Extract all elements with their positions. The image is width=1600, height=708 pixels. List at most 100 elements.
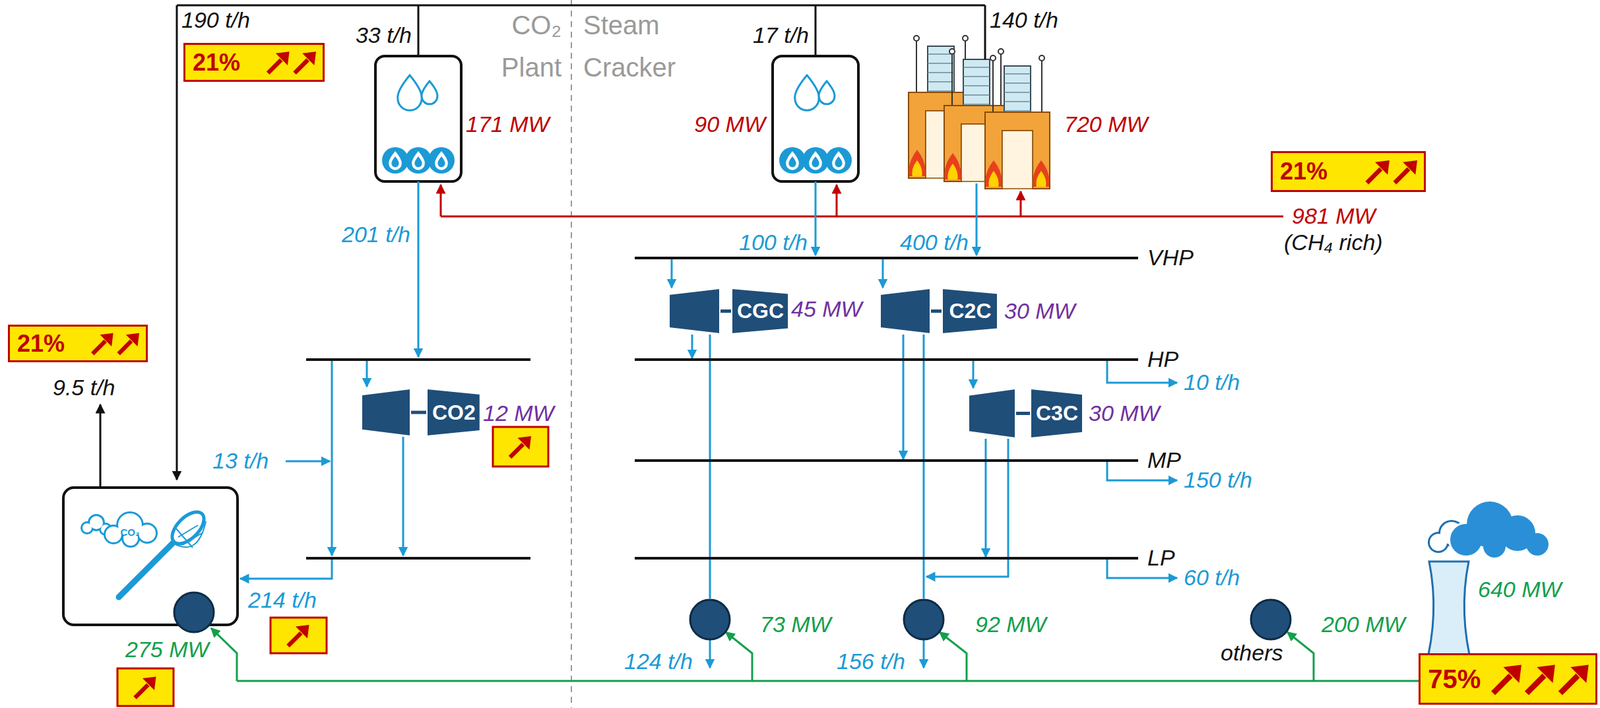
steam-drop — [825, 147, 852, 174]
trend-arrow — [294, 60, 309, 74]
unit-label: C2C — [942, 287, 999, 335]
cloud-icon — [1526, 533, 1549, 556]
flame — [947, 163, 958, 180]
percent-label: 21% — [17, 330, 65, 357]
power-label: 30 MW — [1088, 400, 1160, 427]
percent-label: 21% — [192, 49, 241, 76]
water-drop — [795, 75, 820, 111]
flue-gas-line — [99, 404, 102, 488]
flow-label: (CH₄ rich) — [1283, 229, 1383, 256]
steam-drop — [802, 147, 829, 174]
furnace-rod — [915, 40, 918, 93]
steam-drop — [411, 151, 425, 171]
steam-line — [814, 181, 817, 256]
steam-connector — [691, 334, 694, 359]
compressor-symbol — [731, 288, 789, 334]
furnace-rod — [998, 48, 1004, 55]
furnace-rod — [1000, 54, 1002, 106]
turbo-compressor: C2C — [879, 287, 999, 335]
steam-drop — [405, 147, 432, 174]
steam-drop — [414, 156, 422, 167]
trend-badge: 21% — [183, 42, 325, 82]
stack-grid — [963, 103, 990, 105]
power-label: 640 MW — [1477, 576, 1562, 603]
trend-arrow — [1570, 665, 1589, 683]
cloud-icon — [1483, 535, 1506, 558]
power-label: 981 MW — [1291, 203, 1376, 229]
flue-gas-line — [984, 5, 987, 60]
shaft — [719, 309, 732, 313]
flow-rate: 124 t/h — [624, 648, 693, 675]
furnace-stack — [963, 59, 990, 106]
flame — [908, 149, 926, 177]
header-label: LP — [1147, 544, 1176, 571]
trend-arrow — [302, 51, 317, 66]
flame — [944, 153, 961, 180]
turbo-compressor: CGC — [668, 287, 790, 335]
stack-grid — [927, 62, 955, 64]
power-label: 171 MW — [465, 111, 550, 138]
area-title: Steam Cracker — [583, 3, 689, 89]
steam-drop — [428, 147, 455, 174]
steam-drop — [811, 156, 819, 167]
power-label: 73 MW — [760, 611, 832, 638]
water-drop — [421, 81, 438, 105]
trend-arrow — [275, 51, 290, 66]
turbo-compressor: CO2 — [360, 387, 481, 437]
fuel-gas-line — [835, 184, 838, 217]
stack-grid — [963, 85, 990, 87]
trend-arrow — [1537, 665, 1556, 683]
steam-drop — [388, 151, 402, 171]
trend-arrow — [295, 624, 309, 639]
stack-grid — [927, 71, 955, 74]
compressor-symbol — [1030, 388, 1083, 439]
furnace-rod — [1041, 60, 1043, 113]
furnace-rod — [913, 35, 920, 41]
steam-drop — [788, 156, 796, 167]
steam-header: MP — [634, 459, 1139, 462]
shaft — [930, 309, 943, 313]
power-label: 275 MW — [125, 636, 210, 663]
flow-label: 17 t/h — [752, 22, 809, 49]
trend-badge: 21% — [7, 324, 148, 363]
steam-line — [417, 181, 420, 357]
flame — [988, 170, 999, 187]
trend-arrow — [1394, 168, 1409, 183]
stack-grid — [927, 90, 955, 92]
pump-symbol — [1250, 599, 1291, 640]
area-title: CO₂ Plant — [475, 3, 562, 89]
steam-line — [975, 183, 978, 256]
unit-label: CO2 — [426, 387, 481, 437]
divider-line — [570, 0, 573, 708]
steam-header: VHP — [634, 256, 1139, 260]
water-drop — [818, 81, 835, 105]
trend-arrow — [1367, 168, 1381, 183]
power-label: 92 MW — [975, 611, 1047, 638]
trend-arrow — [1375, 160, 1390, 175]
flow-rate: 60 t/h — [1183, 564, 1240, 591]
compressor-symbol — [426, 388, 481, 437]
stack-grid — [963, 94, 990, 96]
cooling-water-line — [236, 680, 1449, 683]
steam-drop — [834, 156, 842, 167]
flow-rate: 150 t/h — [1183, 467, 1253, 493]
net-hoop — [166, 506, 210, 549]
steam-drop — [808, 151, 823, 171]
furnace-stack — [1004, 65, 1031, 113]
steam-header: LP — [634, 556, 1139, 560]
power-label: 12 MW — [482, 400, 555, 427]
header-label: HP — [1147, 346, 1179, 373]
trend-arrow — [92, 341, 105, 354]
steam-drop — [434, 151, 448, 171]
steam-header: HP — [634, 358, 1139, 361]
power-label: 200 MW — [1321, 611, 1406, 638]
trend-badge — [492, 426, 549, 467]
pump-symbol — [174, 592, 214, 633]
trend-arrow — [1526, 675, 1545, 694]
stack-grid — [1004, 73, 1031, 75]
flow-rate: CO₂ — [120, 526, 140, 538]
steam-drop — [785, 151, 800, 171]
shaft — [1015, 411, 1031, 416]
